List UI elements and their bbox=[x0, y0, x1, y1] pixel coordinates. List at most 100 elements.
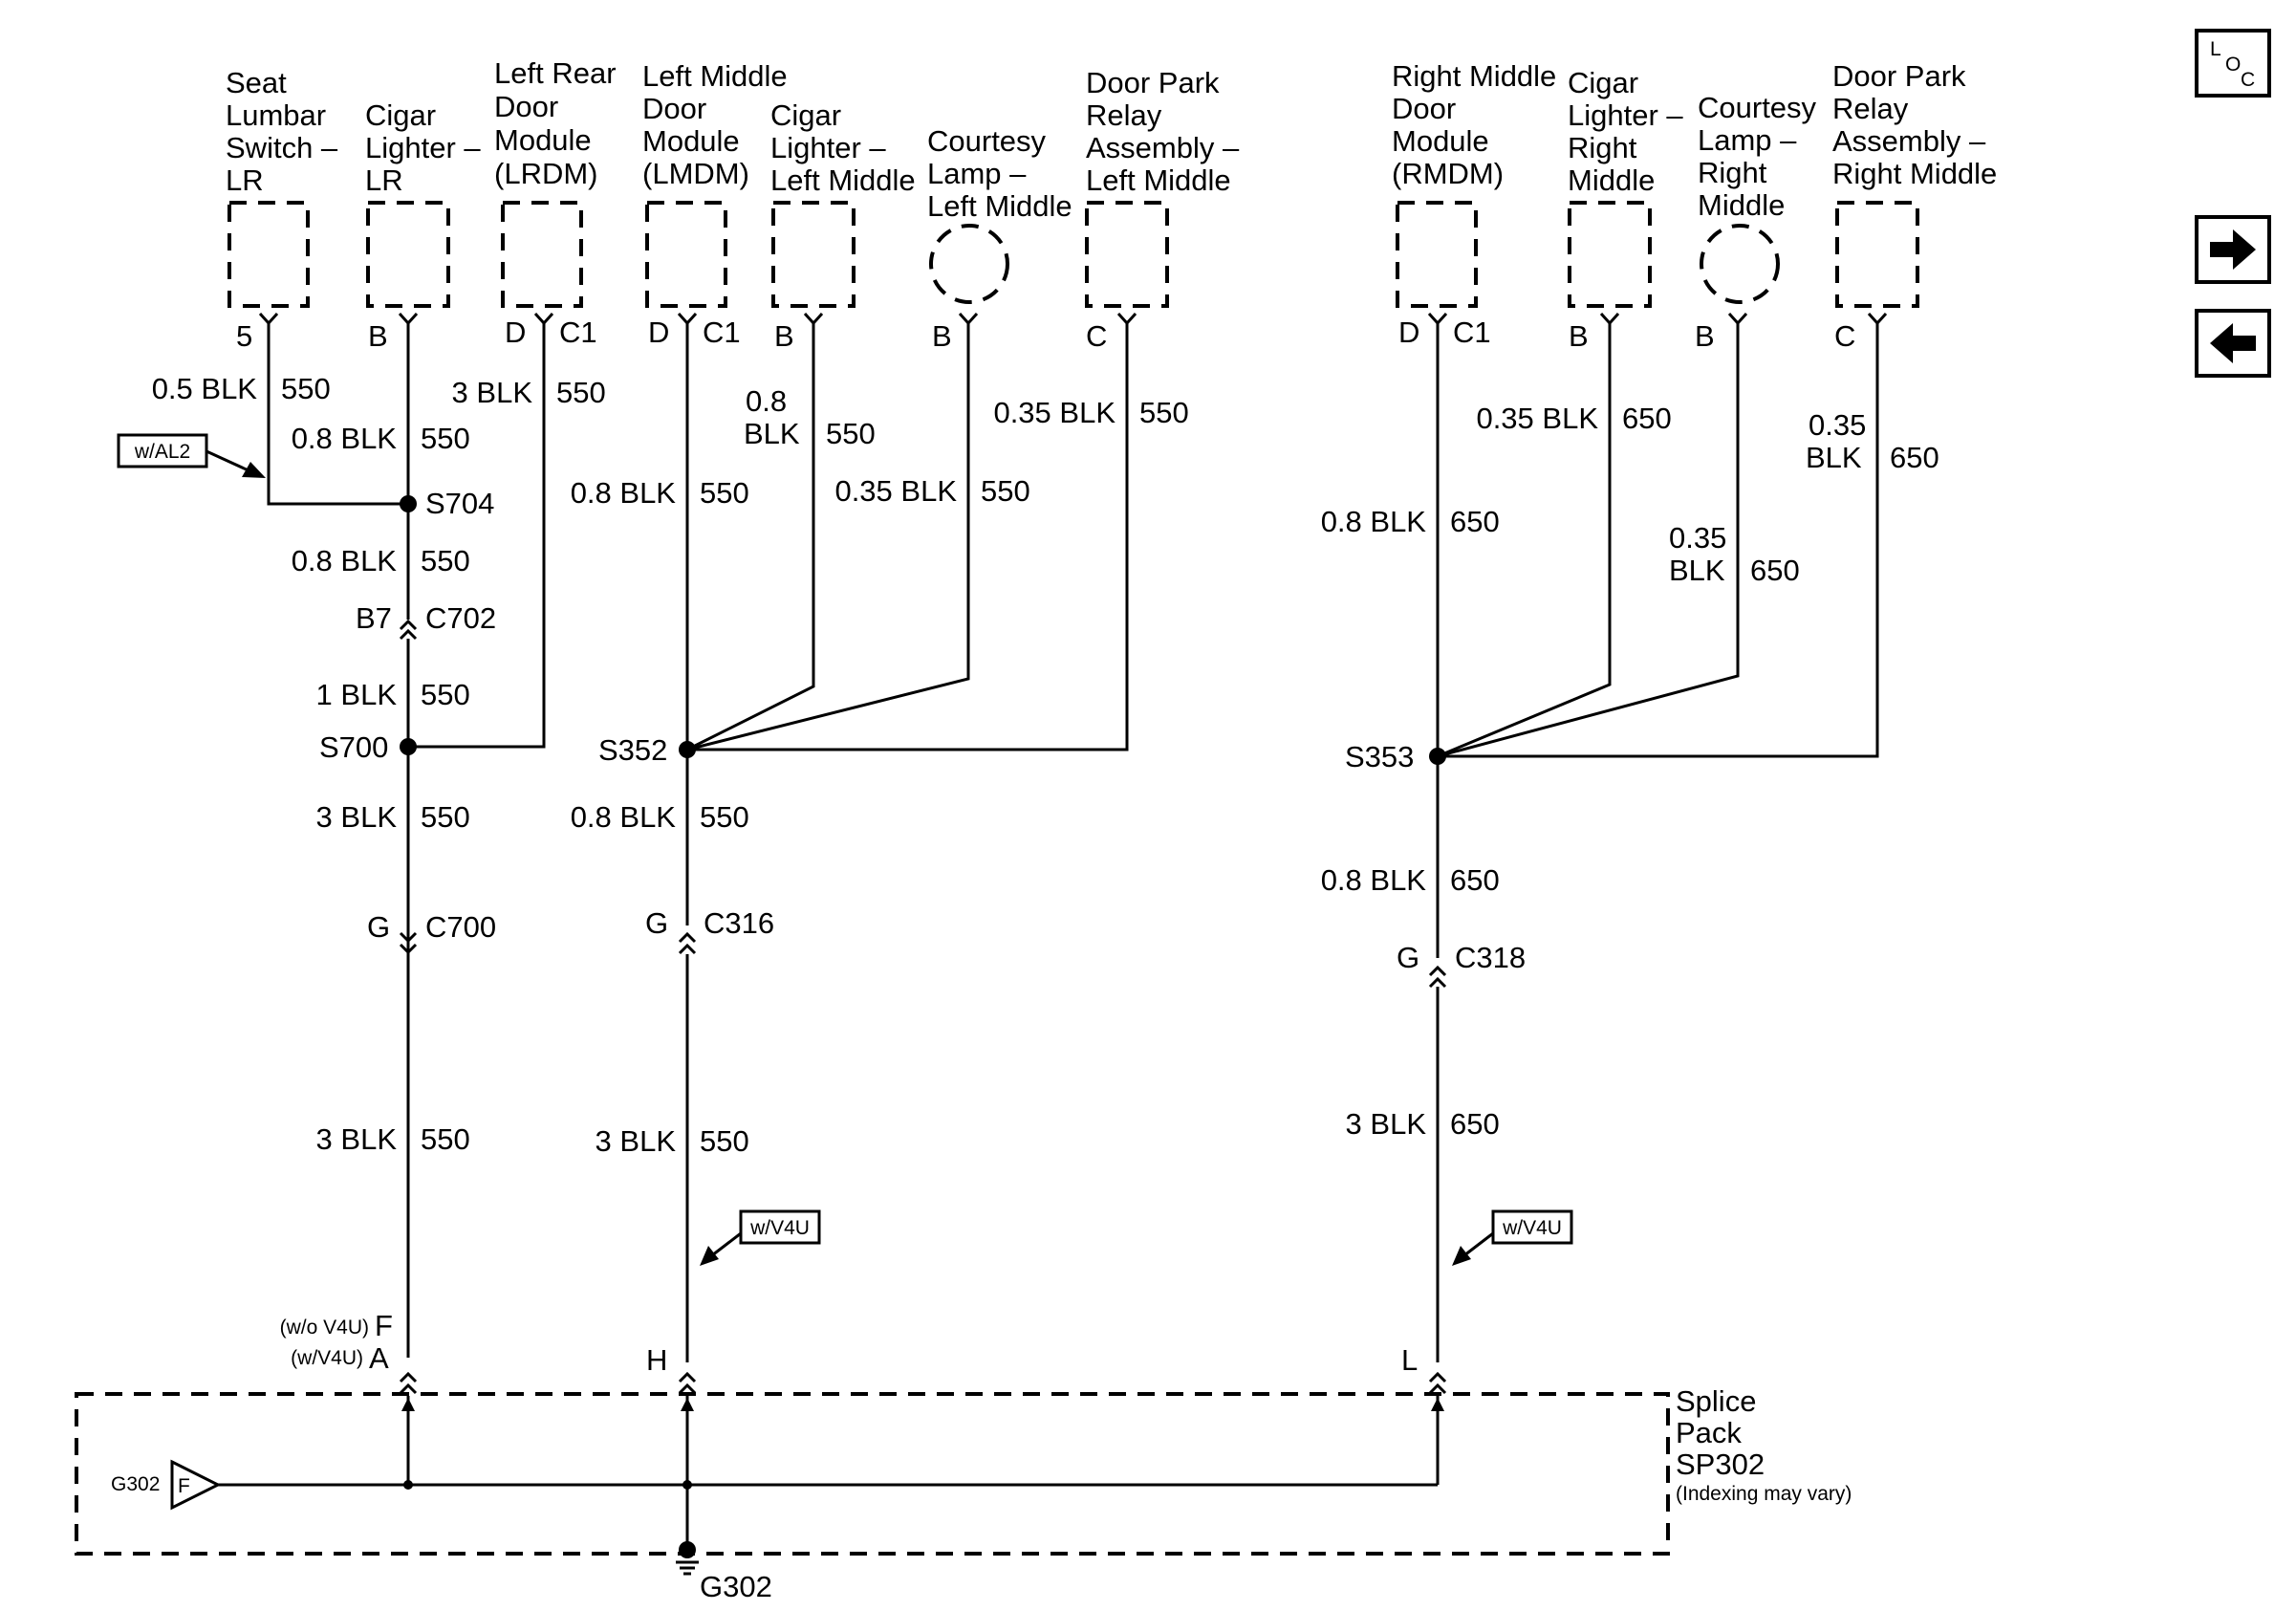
pin-label: C bbox=[1834, 319, 1855, 353]
component-label-line: Assembly – bbox=[1832, 124, 1986, 158]
component-rmdm: Right Middle Door Module (RMDM) bbox=[1392, 59, 1556, 308]
component-label-line: Cigar bbox=[770, 98, 841, 132]
connector-name: C702 bbox=[425, 601, 496, 635]
component-cigar-lighter-rm: Cigar Lighter – Right Middle bbox=[1568, 66, 1683, 308]
wire-circuit: 550 bbox=[700, 476, 749, 510]
connector-label: C1 bbox=[559, 316, 597, 349]
connector-name: C700 bbox=[425, 910, 496, 944]
component-label-line: Right bbox=[1568, 131, 1637, 164]
pin-label: B bbox=[932, 319, 952, 353]
next-page-button[interactable] bbox=[2195, 215, 2271, 284]
arrow-head-icon bbox=[242, 462, 266, 478]
connector-c316 bbox=[678, 931, 697, 955]
lamp-icon bbox=[1700, 224, 1780, 304]
arrow-head-icon bbox=[1452, 1246, 1471, 1266]
component-box bbox=[1568, 201, 1652, 308]
sp-pin-note: (w/o V4U) bbox=[280, 1317, 369, 1339]
component-label-line: Door bbox=[1392, 92, 1456, 125]
component-lrdm: Left Rear Door Module (LRDM) bbox=[494, 56, 617, 308]
wire-size: 3 BLK bbox=[316, 1122, 398, 1156]
component-label-line: Left Rear bbox=[494, 56, 617, 90]
loc-letter-l: L bbox=[2210, 38, 2221, 60]
option-box bbox=[117, 433, 208, 468]
wire-size: 0.8 BLK bbox=[292, 544, 398, 577]
wire-size: 3 BLK bbox=[596, 1124, 677, 1158]
splice-label: S352 bbox=[598, 733, 667, 767]
connector-label: C1 bbox=[1453, 316, 1491, 349]
ground-icon bbox=[676, 1560, 699, 1576]
component-box bbox=[366, 201, 450, 308]
component-label-line: Relay bbox=[1086, 98, 1162, 132]
component-label-line: Assembly – bbox=[1086, 131, 1240, 164]
wire-courtesy-rm bbox=[1437, 323, 1740, 758]
option-callout-v4u-right: w/V4U bbox=[1452, 1209, 1573, 1266]
component-cigar-lighter-lr: Cigar Lighter – LR bbox=[365, 98, 481, 308]
wire-size: BLK bbox=[1669, 554, 1725, 587]
wire-circuit: 650 bbox=[1450, 863, 1500, 897]
pin-label: B bbox=[774, 319, 794, 353]
connector-name: C318 bbox=[1455, 941, 1526, 974]
component-box bbox=[645, 201, 727, 308]
connector-pin: G bbox=[367, 910, 390, 944]
connector-pin: B7 bbox=[356, 601, 392, 635]
wire-circuit: 550 bbox=[421, 544, 470, 577]
wire-seat-lumbar bbox=[267, 323, 408, 506]
wire-circuit: 550 bbox=[556, 376, 606, 409]
splice-dot bbox=[400, 495, 417, 512]
pin-label: D bbox=[505, 316, 526, 349]
wire-dpr-lm bbox=[687, 323, 1129, 751]
sp-pin-label: A bbox=[369, 1341, 389, 1375]
component-label-line: Lighter – bbox=[365, 131, 481, 164]
pin-label: D bbox=[1398, 316, 1419, 349]
wire-circuit: 550 bbox=[421, 800, 470, 834]
wire-size: 0.8 BLK bbox=[292, 422, 398, 455]
callout-arrow-line bbox=[1463, 1231, 1494, 1257]
wire-size: 0.8 BLK bbox=[1321, 863, 1427, 897]
wire-lrdm bbox=[408, 323, 546, 749]
component-label-line: Lamp – bbox=[927, 157, 1027, 190]
component-label-line: Lighter – bbox=[770, 131, 886, 164]
component-label-line: Left Middle bbox=[642, 59, 788, 93]
component-label-line: Door bbox=[642, 92, 706, 125]
component-box bbox=[227, 201, 310, 308]
loc-letter-c: C bbox=[2241, 69, 2255, 91]
component-door-park-relay-rm: Door Park Relay Assembly – Right Middle bbox=[1832, 59, 1997, 308]
ground-pin-label: F bbox=[178, 1475, 190, 1497]
loc-button[interactable]: L O C bbox=[2195, 29, 2271, 98]
wires bbox=[267, 323, 1879, 1362]
component-label-line: Door bbox=[494, 90, 558, 123]
arrow-right-icon bbox=[2210, 229, 2256, 270]
pin-label: B bbox=[1695, 319, 1715, 353]
component-seat-lumbar-switch-lr: Seat Lumbar Switch – LR bbox=[226, 66, 338, 308]
option-label: w/V4U bbox=[749, 1217, 810, 1239]
component-label-line: (LRDM) bbox=[494, 157, 598, 190]
pin-label: C bbox=[1086, 319, 1107, 353]
splice-label: S700 bbox=[319, 730, 388, 764]
component-label-line: Right Middle bbox=[1832, 157, 1997, 190]
sp-pin-label: L bbox=[1401, 1343, 1418, 1377]
wire-circuit: 550 bbox=[1139, 396, 1189, 429]
wire-circuit: 550 bbox=[421, 422, 470, 455]
component-label-line: Cigar bbox=[365, 98, 436, 132]
sp-pin-note: (w/V4U) bbox=[291, 1347, 363, 1369]
component-label-line: (RMDM) bbox=[1392, 157, 1504, 190]
option-label: w/V4U bbox=[1502, 1217, 1562, 1239]
wire-circuit: 650 bbox=[1450, 1107, 1500, 1141]
prev-page-button[interactable] bbox=[2195, 309, 2271, 378]
wire-circuit: 550 bbox=[421, 678, 470, 711]
wire-dpr-rm bbox=[1438, 323, 1879, 758]
component-label-line: Switch – bbox=[226, 131, 338, 164]
wire-size: 0.8 BLK bbox=[1321, 505, 1427, 538]
wire-size: 0.35 bbox=[1809, 408, 1866, 442]
component-label-line: Seat bbox=[226, 66, 287, 99]
component-label-line: Module bbox=[642, 124, 740, 158]
component-label-line: Left Middle bbox=[927, 189, 1072, 223]
splice-pack-sp302: F G302 (w/o V4U) F (w/V4U) A H L Splice … bbox=[75, 1309, 1852, 1556]
component-label-line: Module bbox=[1392, 124, 1489, 158]
wire-size: 0.8 BLK bbox=[571, 476, 677, 510]
arrow-head-icon bbox=[700, 1246, 719, 1266]
component-label-line: LR bbox=[365, 163, 403, 197]
connector-c700 bbox=[399, 931, 418, 955]
wire-size: 0.35 bbox=[1669, 521, 1726, 555]
loc-letter-o: O bbox=[2225, 54, 2241, 76]
